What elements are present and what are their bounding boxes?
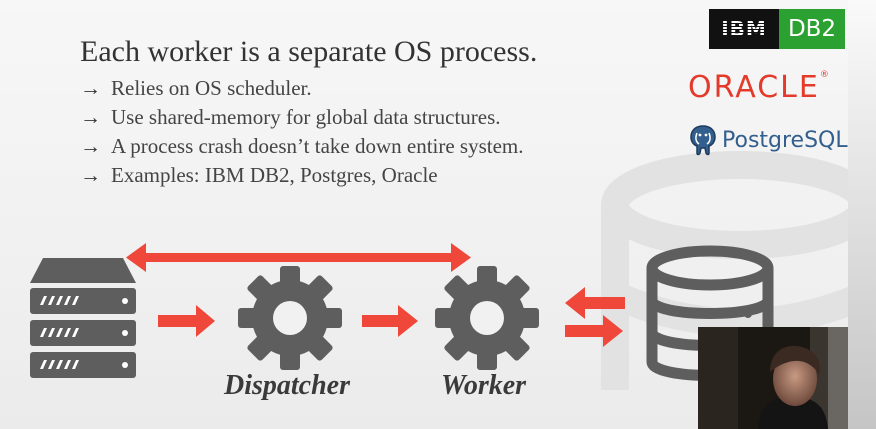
dispatcher-label: Dispatcher [224, 370, 350, 401]
bullet-text: Examples: IBM DB2, Postgres, Oracle [111, 163, 438, 187]
arrow-to-worker [362, 305, 418, 337]
server-rack-icon [30, 258, 136, 378]
oracle-logo-text: ORACLE [688, 70, 820, 105]
arrow-bullet-icon: → [80, 134, 101, 158]
worker-label: Worker [441, 370, 527, 401]
top-double-arrow [126, 243, 471, 272]
dispatcher-gear-icon [238, 266, 342, 370]
bullet-item: → A process crash doesn’t take down entir… [80, 132, 524, 161]
bullet-text: Relies on OS scheduler. [111, 76, 312, 100]
bullet-item: → Examples: IBM DB2, Postgres, Oracle [80, 161, 524, 190]
ibm-db2-logo: IBM DB2 [709, 9, 845, 49]
ibm-logo-block: IBM [709, 9, 779, 49]
right-edge-strip [848, 0, 876, 429]
arrow-bullet-icon: → [80, 105, 101, 129]
db2-logo-text: DB2 [787, 16, 837, 42]
db2-logo-block: DB2 [779, 9, 845, 49]
database-indicator-dot [744, 310, 752, 318]
arrow-bullet-icon: → [80, 76, 101, 100]
oracle-registered-mark: ® [819, 70, 829, 80]
speaker-video-thumbnail[interactable] [698, 327, 849, 429]
slide-heading: Each worker is a separate OS process. [80, 35, 538, 68]
arrow-worker-to-db [565, 315, 623, 347]
postgres-logo-text: PostgreSQL [722, 127, 848, 153]
ibm-logo-text: IBM [721, 17, 767, 41]
arrow-to-dispatcher [158, 305, 215, 337]
bullet-item: → Relies on OS scheduler. [80, 74, 524, 103]
arrow-bullet-icon: → [80, 163, 101, 187]
postgres-elephant-icon [690, 125, 716, 156]
bullet-text: A process crash doesn’t take down entire… [111, 134, 524, 158]
postgresql-logo: PostgreSQL [688, 124, 848, 156]
worker-gear-icon [435, 266, 539, 370]
arrow-db-to-worker [565, 287, 625, 319]
bullet-list: → Relies on OS scheduler. → Use shared-mem… [80, 74, 524, 190]
bullet-text: Use shared-memory for global data struct… [111, 105, 501, 129]
oracle-logo: ORACLE® [688, 70, 829, 105]
bullet-item: → Use shared-memory for global data struc… [80, 103, 524, 132]
